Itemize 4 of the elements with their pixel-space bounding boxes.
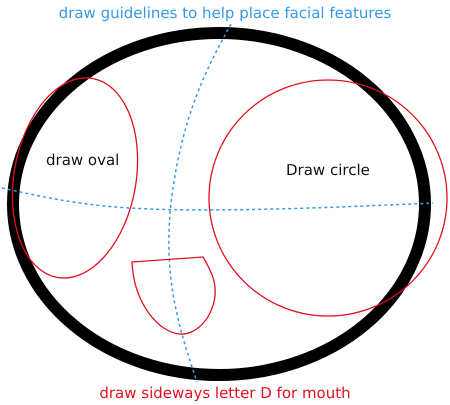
instruction-note: draw sideways letter D for mouth xyxy=(98,384,352,402)
shape-label: draw oval xyxy=(46,151,120,169)
instruction-heading: draw guidelines to help place facial features xyxy=(58,4,392,22)
shape-label: Draw circle xyxy=(286,161,370,179)
